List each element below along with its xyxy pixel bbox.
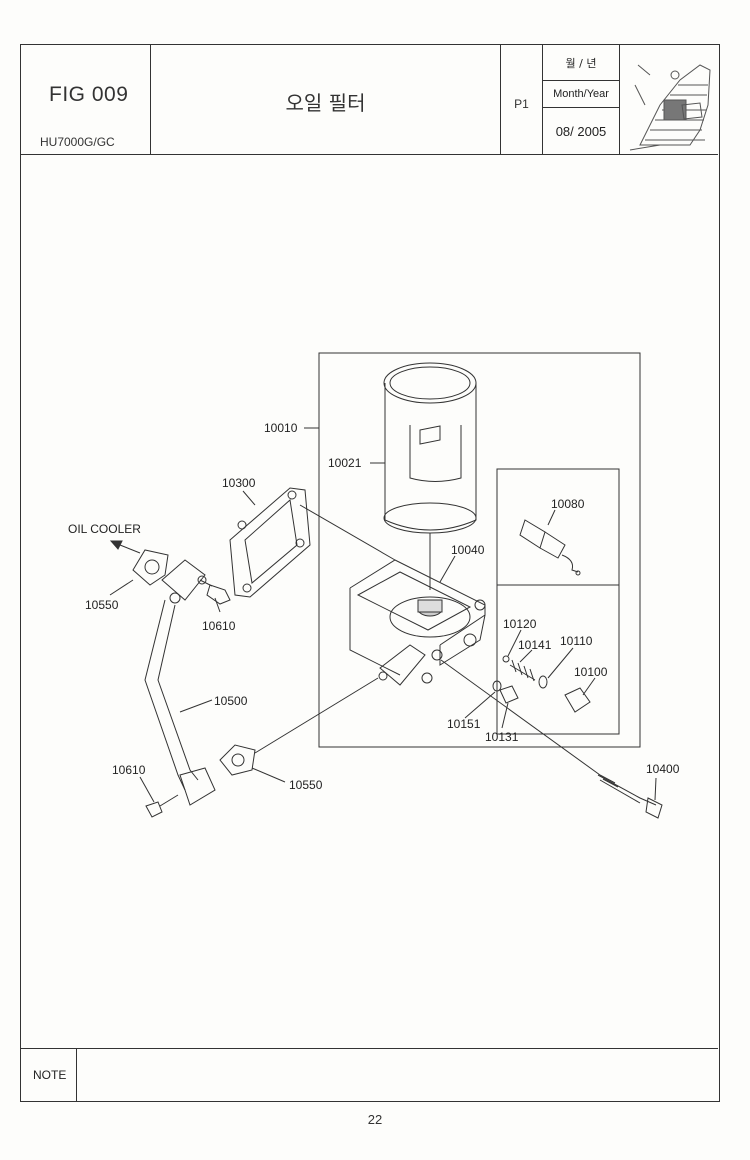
part-label: 10500 [214, 694, 248, 708]
date-value: 08/ 2005 [555, 124, 607, 139]
flange-gasket-lower [219, 744, 256, 776]
oil-pipe [144, 559, 216, 806]
arrow-head-icon [109, 540, 123, 550]
long-bolt [440, 659, 663, 819]
oil-cooler-label: OIL COOLER [68, 522, 141, 536]
month-year-english: Month/Year [553, 88, 609, 100]
part-label: 10010 [264, 421, 298, 435]
part-label: 10120 [503, 617, 537, 631]
part-label: 10400 [646, 762, 680, 776]
month-year-korean: 월 / 년 [565, 57, 597, 70]
fig-label: FIG 009 [49, 83, 129, 106]
page-code: P1 [514, 97, 529, 111]
part-label: 10131 [485, 730, 519, 744]
filter-cartridge [383, 362, 477, 590]
flange-gasket-upper [132, 549, 169, 586]
part-label: 10151 [447, 717, 481, 731]
part-label: 10610 [112, 763, 146, 777]
subassembly-boundary [496, 468, 620, 735]
part-label: 10610 [202, 619, 236, 633]
title-cell: 오일 필터 [151, 45, 501, 154]
note-label-cell: NOTE [21, 1049, 77, 1101]
month-year-cell: 월 / 년 Month/Year 08/ 2005 [543, 45, 620, 154]
title-block: FIG 009 HU7000G/GC 오일 필터 P1 월 / 년 Month/… [21, 45, 718, 155]
note-label: NOTE [33, 1068, 67, 1082]
part-label: 10021 [328, 456, 362, 470]
note-row: NOTE [21, 1048, 718, 1101]
excavator-thumbnail-image [629, 64, 711, 151]
valve-spring [492, 655, 591, 713]
drawing-frame: FIG 009 HU7000G/GC 오일 필터 P1 월 / 년 Month/… [20, 44, 720, 1102]
assembly-boundary [318, 352, 641, 748]
pressure-sender [519, 519, 581, 576]
flange-bolt-lower [145, 794, 179, 818]
part-label: 10141 [518, 638, 552, 652]
part-label: 10550 [85, 598, 119, 612]
part-label: 10080 [551, 497, 585, 511]
part-label: 10110 [560, 634, 593, 648]
page-title: 오일 필터 [285, 91, 366, 115]
machine-thumbnail-cell [620, 45, 718, 154]
page-code-cell: P1 [501, 45, 543, 154]
fig-cell: FIG 009 HU7000G/GC [21, 45, 151, 154]
model-label: HU7000G/GC [40, 135, 115, 149]
part-label: 10040 [451, 543, 485, 557]
page-number: 22 [367, 1112, 383, 1127]
part-label: 10550 [289, 778, 323, 792]
filter-head [349, 559, 486, 686]
part-label: 10300 [222, 476, 256, 490]
part-label: 10100 [574, 665, 608, 679]
gasket-plate [229, 487, 311, 598]
flange-bolt-upper [199, 579, 231, 605]
